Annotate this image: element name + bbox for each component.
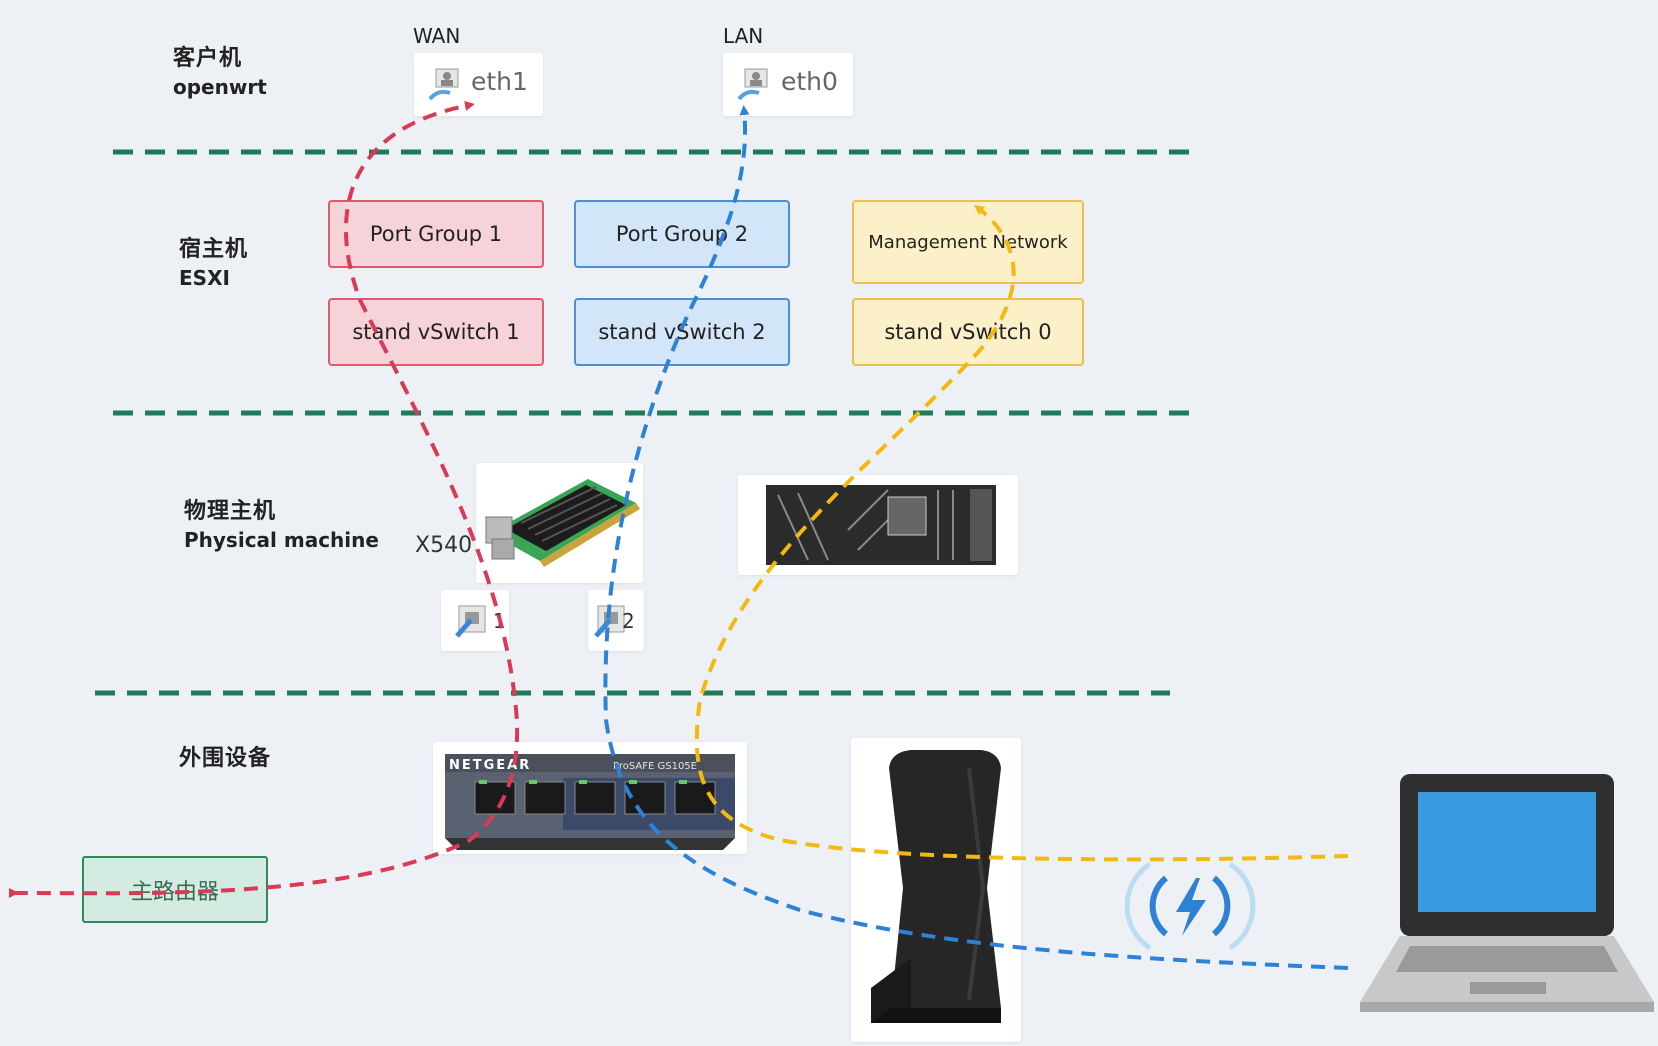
- nic-port-2[interactable]: 2: [588, 590, 644, 651]
- layer-label-peripheral: 外围设备: [179, 746, 272, 771]
- switch-device-icon: NETGEAR ProSAFE GS105E: [445, 754, 735, 850]
- router-device-icon: [871, 750, 1001, 1023]
- port-group-2[interactable]: Port Group 2: [574, 200, 790, 268]
- main-router-box[interactable]: 主路由器: [82, 856, 268, 923]
- ethernet-port-icon: [455, 605, 486, 638]
- eth0-label: eth0: [781, 67, 838, 96]
- network-interface-icon: [737, 68, 768, 101]
- layer-label-physical: 物理主机 Physical machine: [184, 499, 379, 552]
- motherboard-card: [738, 475, 1018, 575]
- switch-series-text: ProSAFE GS105E: [613, 761, 697, 772]
- nic-model-label: X540: [415, 533, 473, 558]
- wifi-signal-icon: [1124, 861, 1256, 951]
- nic-card-icon: [485, 479, 640, 567]
- eth0-interface[interactable]: eth0: [723, 53, 853, 116]
- wifi-router-card: [851, 738, 1021, 1042]
- layer-label-client: 客户机 openwrt: [173, 46, 267, 99]
- nic-card: [476, 463, 643, 583]
- management-network[interactable]: Management Network: [852, 200, 1084, 284]
- switch-card: NETGEAR ProSAFE GS105E: [433, 742, 747, 854]
- motherboard-icon: [766, 485, 996, 565]
- switch-brand-text: NETGEAR: [449, 758, 531, 773]
- vswitch-2[interactable]: stand vSwitch 2: [574, 298, 790, 366]
- eth1-label: eth1: [471, 67, 528, 96]
- vswitch-0[interactable]: stand vSwitch 0: [852, 298, 1084, 366]
- eth1-interface[interactable]: eth1: [414, 53, 543, 116]
- lan-title: LAN: [723, 24, 764, 48]
- network-interface-icon: [428, 68, 459, 101]
- port-group-1[interactable]: Port Group 1: [328, 200, 544, 268]
- layer-label-host: 宿主机 ESXI: [179, 237, 249, 290]
- vswitch-1[interactable]: stand vSwitch 1: [328, 298, 544, 366]
- wan-title: WAN: [413, 24, 461, 48]
- laptop-icon[interactable]: [1360, 770, 1656, 1020]
- nic-port-1[interactable]: 1: [441, 590, 509, 651]
